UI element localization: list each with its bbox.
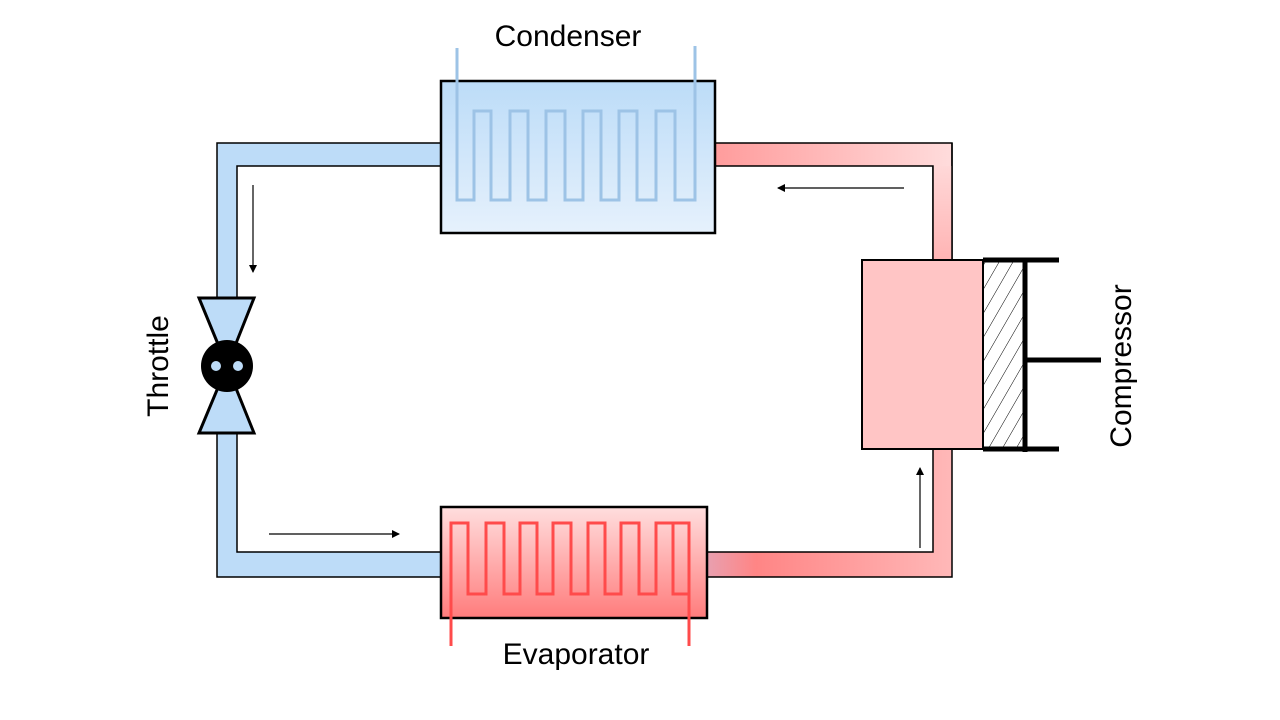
condenser-coil <box>455 46 697 202</box>
compressor-piston-hatch <box>983 262 1024 448</box>
hot-pipe-top <box>714 142 953 261</box>
compressor: Compressor <box>861 257 1138 452</box>
evaporator-label: Evaporator <box>503 638 650 671</box>
condenser-label: Condenser <box>495 20 642 53</box>
compressor-label: Compressor <box>1105 284 1138 447</box>
condenser: Condenser <box>439 20 717 235</box>
throttle-valve: Throttle <box>142 296 257 435</box>
evaporator-coil <box>449 521 691 646</box>
flow-arrows <box>249 184 924 548</box>
throttle-label: Throttle <box>142 315 175 417</box>
hot-pipe-bottom <box>706 448 953 578</box>
evaporator: Evaporator <box>439 505 709 671</box>
